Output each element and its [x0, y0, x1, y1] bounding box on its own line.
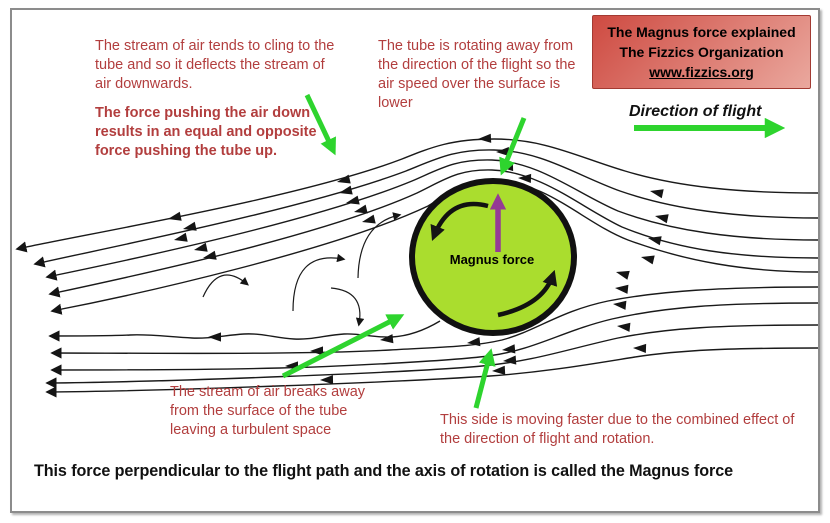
- faster-side-pointer-arrow: [473, 348, 496, 409]
- cling-pointer-arrow: [304, 93, 336, 156]
- breaks-away-pointer-arrow: [281, 314, 405, 379]
- title-box: The Magnus force explained The Fizzics O…: [592, 15, 811, 89]
- title-box-org: The Fizzics Organization: [619, 44, 784, 60]
- annotation-force-up: The force pushing the air down results i…: [95, 105, 317, 159]
- turbulence-swirl-arrows: [202, 212, 402, 327]
- rotation-arrows: [430, 201, 558, 318]
- annotation-breaks-away: The stream of air breaks away from the s…: [170, 384, 366, 438]
- annotation-faster-side: This side is moving faster due to the co…: [440, 412, 795, 447]
- annotation-cling: The stream of air tends to cling to the …: [95, 38, 335, 92]
- title-box-url[interactable]: www.fizzics.org: [649, 64, 754, 80]
- tube-circle: [409, 178, 577, 336]
- title-box-heading: The Magnus force explained: [607, 24, 796, 40]
- annotation-rotating: The tube is rotating away from the direc…: [378, 38, 576, 111]
- flow-arrowheads: [168, 133, 669, 385]
- magnus-force-label: Magnus force: [449, 252, 535, 267]
- rotating-pointer-arrow: [499, 117, 527, 176]
- annotation-arrows: [281, 93, 527, 409]
- streamlines-under-tube: [45, 286, 819, 398]
- direction-of-flight-label: Direction of flight: [629, 103, 762, 120]
- caption-text: This force perpendicular to the flight p…: [34, 461, 733, 480]
